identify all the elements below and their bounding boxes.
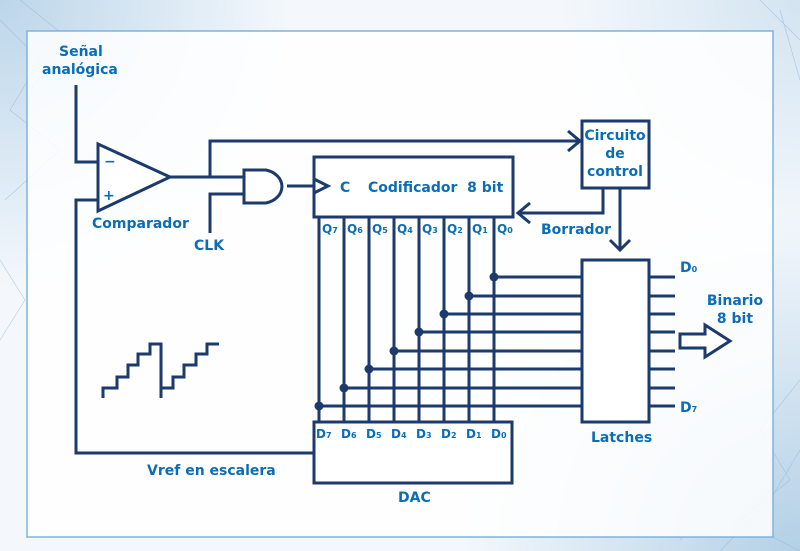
latches-label: Latches (591, 430, 652, 446)
wires (74, 85, 632, 455)
dac-input-label: D3 (416, 427, 432, 441)
output-label-1: Binario (707, 293, 764, 309)
latches-block (580, 258, 651, 424)
q-bus-wires (314, 217, 582, 422)
input-signal-label-1: Señal (59, 44, 103, 60)
q-output-label: Q0 (497, 222, 513, 236)
latch-out-d0-label: D0 (680, 260, 698, 276)
comparator-minus-label: − (104, 154, 116, 170)
q-output-label: Q4 (397, 222, 413, 236)
dac-block (312, 420, 514, 485)
dac-input-label: D1 (466, 427, 482, 441)
dac-input-label: D0 (491, 427, 507, 441)
q-output-label: Q7 (322, 222, 338, 236)
and-gate-symbol (242, 168, 284, 205)
junction-dot (339, 383, 349, 393)
latch-out-d7-label: D7 (680, 400, 697, 416)
control-circuit-block (580, 119, 651, 190)
latch-output-wires (649, 275, 675, 408)
staircase-waveform-icon (101, 342, 219, 398)
dac-input-label: D5 (366, 427, 382, 441)
comparator-symbol (96, 141, 174, 214)
vref-label: Vref en escalera (147, 463, 276, 479)
comparator-label: Comparador (92, 216, 189, 232)
junction-dot (439, 309, 449, 319)
comparator-plus-label: + (103, 188, 115, 204)
encoder-block (312, 155, 515, 219)
reset-label: Borrador (541, 222, 611, 238)
dac-input-label: D6 (341, 427, 357, 441)
q-output-label: Q6 (347, 222, 363, 236)
q-output-label: Q1 (472, 222, 488, 236)
q-output-label: Q3 (422, 222, 438, 236)
q-output-label: Q2 (447, 222, 463, 236)
output-arrow-icon (678, 322, 733, 360)
output-label-2: 8 bit (717, 311, 753, 327)
control-label-3: control (587, 164, 643, 180)
dac-label: DAC (398, 490, 431, 506)
junction-dot (414, 327, 424, 337)
control-label-1: Circuito (584, 128, 646, 144)
junction-dot (364, 364, 374, 374)
q-output-label: Q5 (372, 222, 388, 236)
junction-dot (489, 272, 499, 282)
clock-input-triangle (313, 177, 332, 195)
dac-input-label: D7 (316, 427, 332, 441)
dac-input-label: D2 (441, 427, 457, 441)
junction-dot (314, 401, 324, 411)
encoder-label: Codificador 8 bit (368, 180, 504, 196)
input-signal-label-2: analógica (42, 62, 118, 78)
junction-dot (389, 346, 399, 356)
junction-dot (464, 291, 474, 301)
clk-label: CLK (194, 238, 225, 254)
encoder-clock-label: C (340, 180, 350, 196)
control-label-2: de (605, 146, 625, 162)
dac-input-label: D4 (391, 427, 407, 441)
